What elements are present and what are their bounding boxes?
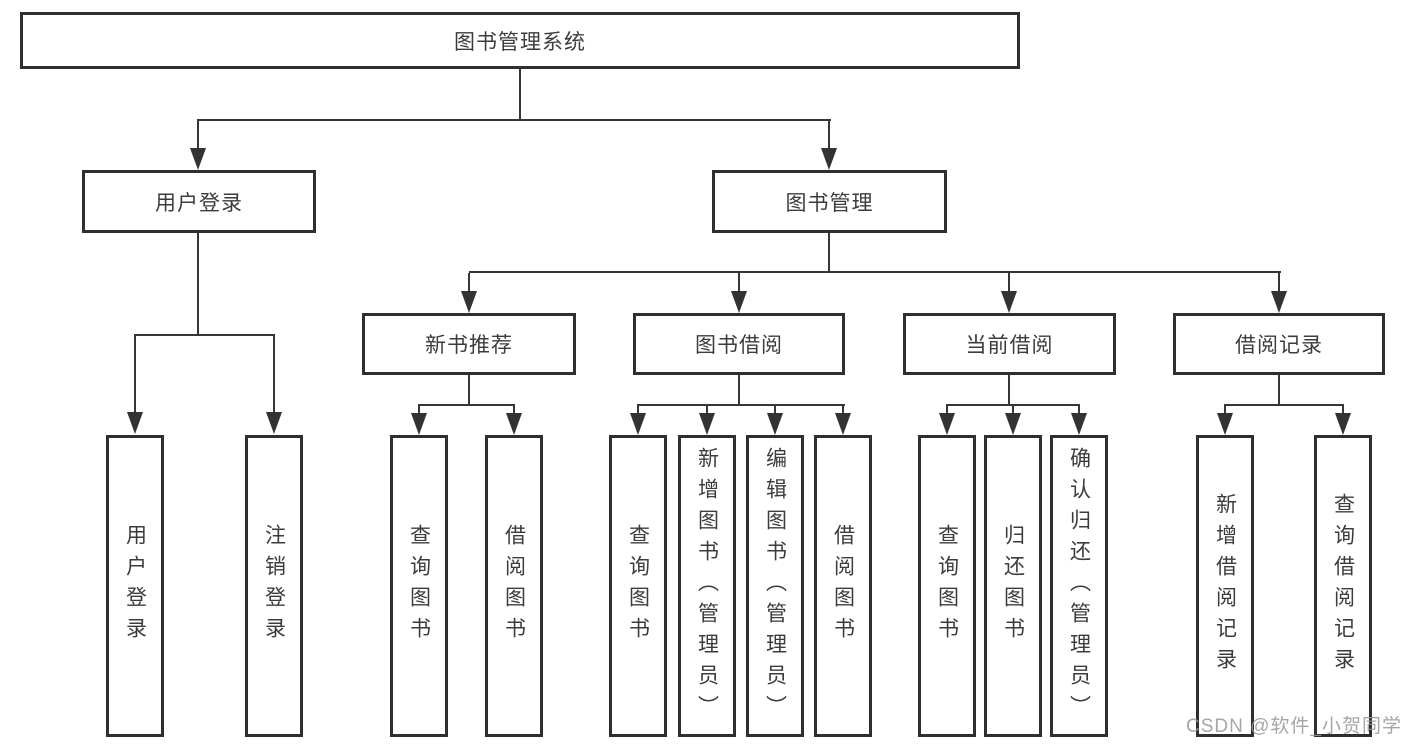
arrowhead-down (835, 413, 851, 435)
arrowhead-down (1335, 413, 1351, 435)
connector-records-drop-2 (1342, 406, 1344, 416)
node-label: 图书管理 (785, 191, 874, 215)
connector-book-mgmt-stem (828, 233, 830, 272)
leaf-label: 查询借阅记录 (1331, 493, 1355, 679)
arrowhead-down (190, 148, 206, 170)
connector-user-login-drop-1 (134, 336, 136, 414)
connector-current-drop-2 (1012, 406, 1014, 416)
leaf-label: 查询图书 (407, 524, 431, 648)
connector-borrowing-drop-2 (706, 406, 708, 416)
connector-current-rail (946, 404, 1080, 406)
connector-book-mgmt-drop-3 (1008, 273, 1010, 293)
leaf-label: 查询图书 (935, 524, 959, 648)
connector-borrowing-drop-4 (842, 406, 844, 416)
arrowhead-down (461, 291, 477, 313)
connector-root-drop-left (197, 119, 199, 151)
node-book-management: 图书管理 (712, 170, 947, 233)
connector-user-login-drop-2 (273, 336, 275, 414)
connector-borrowing-stem (738, 375, 740, 405)
leaf-add-book-admin: 新增图书（管理员） (678, 435, 736, 737)
leaf-label: 新增借阅记录 (1213, 493, 1237, 679)
arrowhead-down (266, 412, 282, 434)
leaf-label: 归还图书 (1001, 524, 1025, 648)
connector-book-mgmt-drop-4 (1278, 273, 1280, 293)
node-label: 借阅记录 (1235, 334, 1323, 357)
connector-user-login-rail (134, 334, 275, 336)
leaf-query-books-borrowing: 查询图书 (609, 435, 667, 737)
node-label: 新书推荐 (425, 334, 513, 357)
leaf-edit-book-admin: 编辑图书（管理员） (746, 435, 804, 737)
connector-records-rail (1224, 404, 1344, 406)
leaf-query-books-current: 查询图书 (918, 435, 976, 737)
connector-book-mgmt-drop-1 (468, 273, 470, 293)
leaf-user-login: 用户登录 (106, 435, 164, 737)
leaf-label: 注销登录 (262, 524, 286, 648)
node-label: 图书管理系统 (454, 30, 586, 54)
node-borrowing-records: 借阅记录 (1173, 313, 1385, 375)
connector-borrowing-rail (637, 404, 845, 406)
arrowhead-down (731, 291, 747, 313)
leaf-label: 查询图书 (626, 524, 650, 648)
node-new-book-recommend: 新书推荐 (362, 313, 576, 375)
node-label: 图书借阅 (695, 334, 783, 357)
node-user-login: 用户登录 (82, 170, 316, 233)
connector-borrowing-drop-1 (637, 406, 639, 416)
node-label: 当前借阅 (965, 334, 1054, 357)
connector-records-drop-1 (1224, 406, 1226, 416)
connector-root-stem (519, 69, 521, 119)
arrowhead-down (506, 413, 522, 435)
leaf-add-borrow-record: 新增借阅记录 (1196, 435, 1254, 737)
arrowhead-down (1005, 413, 1021, 435)
connector-root-rail (198, 119, 831, 121)
arrowhead-down (767, 413, 783, 435)
leaf-borrow-books-recommend: 借阅图书 (485, 435, 543, 737)
connector-book-mgmt-rail (469, 271, 1281, 273)
leaf-borrow-books-borrowing: 借阅图书 (814, 435, 872, 737)
node-library-management-system: 图书管理系统 (20, 12, 1020, 69)
leaf-return-books: 归还图书 (984, 435, 1042, 737)
leaf-confirm-return-admin: 确认归还（管理员） (1050, 435, 1108, 737)
csdn-watermark: CSDN @软件_小贺同学 (1186, 716, 1402, 737)
arrowhead-down (939, 413, 955, 435)
connector-new-book-stem (468, 375, 470, 405)
connector-new-book-drop-1 (418, 406, 420, 416)
arrowhead-down (1271, 291, 1287, 313)
connector-current-drop-1 (946, 406, 948, 416)
connector-current-drop-3 (1078, 406, 1080, 416)
leaf-label: 借阅图书 (831, 524, 855, 648)
connector-root-drop-right (828, 119, 830, 151)
leaf-query-borrow-record: 查询借阅记录 (1314, 435, 1372, 737)
node-label: 用户登录 (155, 191, 243, 215)
arrowhead-down (127, 412, 143, 434)
connector-book-mgmt-drop-2 (738, 273, 740, 293)
arrowhead-down (1071, 413, 1087, 435)
connector-new-book-rail (418, 404, 515, 406)
node-book-borrowing: 图书借阅 (633, 313, 845, 375)
arrowhead-down (1001, 291, 1017, 313)
connector-new-book-drop-2 (513, 406, 515, 416)
arrowhead-down (821, 148, 837, 170)
connector-user-login-stem (197, 233, 199, 335)
arrowhead-down (1217, 413, 1233, 435)
leaf-label: 新增图书（管理员） (695, 446, 719, 726)
leaf-label: 用户登录 (123, 524, 147, 648)
leaf-query-books-recommend: 查询图书 (390, 435, 448, 737)
arrowhead-down (411, 413, 427, 435)
leaf-label: 编辑图书（管理员） (763, 446, 787, 726)
leaf-label: 借阅图书 (502, 524, 526, 648)
connector-current-stem (1008, 375, 1010, 405)
node-current-borrowing: 当前借阅 (903, 313, 1116, 375)
arrowhead-down (699, 413, 715, 435)
leaf-logout: 注销登录 (245, 435, 303, 737)
leaf-label: 确认归还（管理员） (1067, 446, 1091, 726)
arrowhead-down (630, 413, 646, 435)
connector-borrowing-drop-3 (774, 406, 776, 416)
connector-records-stem (1278, 375, 1280, 405)
